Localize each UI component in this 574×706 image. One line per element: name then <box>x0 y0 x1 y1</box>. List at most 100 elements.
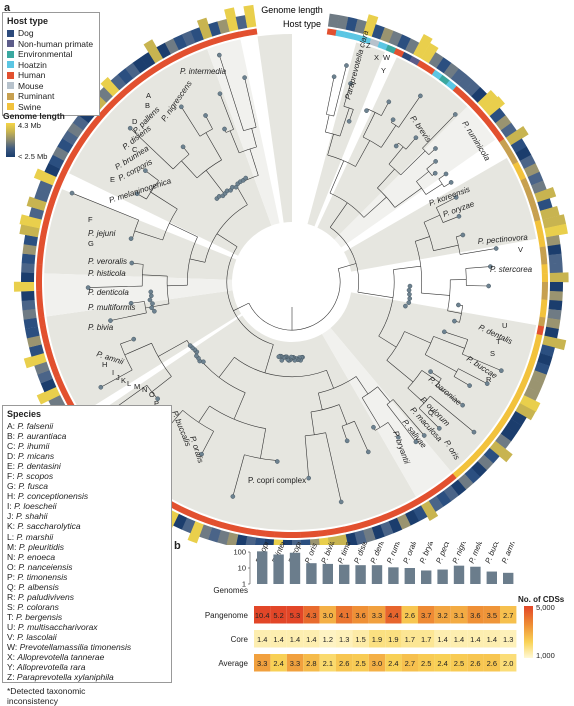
tree-tip <box>148 298 152 302</box>
tree-tip <box>408 284 412 288</box>
tree-tip <box>152 309 156 313</box>
host-type-cell <box>230 32 240 40</box>
tree-letter-M: M <box>134 382 140 391</box>
genome-count-bar <box>388 567 398 584</box>
tree-letter-C: C <box>132 145 138 154</box>
species-legend-item: L: P. marshii <box>7 532 167 542</box>
host-type-cell <box>361 520 371 528</box>
genome-length-ring-label: Genome length <box>261 5 323 15</box>
heatmap-cell-value: 4.3 <box>306 611 316 620</box>
host-type-cell <box>344 525 354 533</box>
tree-letter-F: F <box>88 215 93 224</box>
species-name: P. marshii <box>16 532 53 542</box>
host-type-cell <box>283 532 292 538</box>
tree-label-intermedia: P. intermedia <box>180 67 227 76</box>
species-name: P. nanceiensis <box>18 562 72 572</box>
genome-length-cell <box>22 309 36 320</box>
heatmap-cell-value: 2.0 <box>503 659 513 668</box>
species-code: Z: <box>7 672 17 682</box>
species-legend-item: P: P. timonensis <box>7 572 167 582</box>
genome-count-bar <box>421 570 431 584</box>
heatmap-cell-value: 5.3 <box>290 611 300 620</box>
host-type-cell <box>538 317 545 327</box>
host-type-legend-title: Host type <box>7 16 95 26</box>
genome-count-bar <box>273 554 283 584</box>
genome-count-bar <box>290 553 300 584</box>
heatmap-cell-value: 2.4 <box>273 659 283 668</box>
host-type-cell <box>44 342 52 352</box>
host-type-cell <box>239 526 249 534</box>
genome-length-cell <box>22 300 36 311</box>
tree-tip <box>461 233 465 237</box>
tree-label-histicola: P. histicola <box>88 269 126 278</box>
species-name: P. conceptionensis <box>18 491 88 501</box>
tree-letter-T: T <box>496 337 501 346</box>
host-type-cell <box>301 531 310 537</box>
host-legend-item: Hoatzin <box>7 60 95 71</box>
tree-letter-D: D <box>132 117 138 126</box>
tree-tip <box>179 105 183 109</box>
host-type-cell <box>274 531 283 537</box>
species-code: F: <box>7 471 17 481</box>
species-legend-item: M: P. pleuritidis <box>7 542 167 552</box>
host-type-cell <box>44 211 52 221</box>
heatmap-cell-value: 1.4 <box>487 635 497 644</box>
species-code: S: <box>7 602 17 612</box>
heatmap-cell-value: 2.5 <box>421 659 431 668</box>
host-type-cell <box>335 30 345 38</box>
heatmap-cell-value: 3.0 <box>372 659 382 668</box>
tree-tip <box>387 100 391 104</box>
heatmap-row-label: Genomes <box>213 586 248 595</box>
tree-branch <box>326 77 334 115</box>
species-name: P. falsenii <box>17 421 53 431</box>
host-type-cell <box>42 334 50 344</box>
tree-branch <box>249 269 340 330</box>
tree-letter-B: B <box>145 101 150 110</box>
species-legend-item: B: P. aurantiaca <box>7 431 167 441</box>
heatmap-cell-value: 1.4 <box>257 635 267 644</box>
species-legend-item: O: P. nanceiensis <box>7 562 167 572</box>
tree-label-veroralis: P. veroralis <box>88 257 127 266</box>
tree-letter-L: L <box>127 379 131 388</box>
tree-tip <box>391 118 395 122</box>
host-type-cell <box>40 229 48 239</box>
heatmap-cell-value: 1.9 <box>388 635 398 644</box>
species-code: B: <box>7 431 17 441</box>
tree-letter-E: E <box>110 175 115 184</box>
heatmap-cell-value: 1.4 <box>306 635 316 644</box>
tree-tip <box>364 109 368 113</box>
species-legend-title: Species <box>7 409 167 419</box>
species-legend-item: T: P. bergensis <box>7 612 167 622</box>
genome-count-bar <box>355 565 365 584</box>
tree-tip <box>434 159 438 163</box>
tree-tip <box>394 144 398 148</box>
species-name: P. bergensis <box>16 612 62 622</box>
species-name: P. aurantiaca <box>17 431 66 441</box>
tree-branch <box>393 266 420 269</box>
host-type-cell <box>541 299 548 309</box>
genome-count-bar <box>437 570 447 584</box>
cds-colorbar-min-label: 1,000 <box>536 651 555 660</box>
tree-tip <box>275 459 279 463</box>
tree-tip <box>280 358 284 362</box>
tree-tip <box>132 337 136 341</box>
species-code: Q: <box>7 582 18 592</box>
host-legend-swatch <box>7 93 14 100</box>
tree-tip <box>203 113 207 117</box>
tree-tip <box>452 319 456 323</box>
tree-tip <box>332 75 336 79</box>
tree-letter-K: K <box>121 376 126 385</box>
tree-letter-X: X <box>374 53 379 62</box>
heatmap-cell-value: 2.7 <box>405 659 415 668</box>
host-type-cell <box>344 32 354 40</box>
host-legend-label: Mouse <box>18 81 44 91</box>
tree-tip <box>222 127 226 131</box>
tree-tip <box>217 53 221 57</box>
species-code: J: <box>7 511 16 521</box>
genome-count-bar <box>257 551 267 584</box>
heatmap-cell-value: 2.6 <box>339 659 349 668</box>
species-legend-item: S: P. colorans <box>7 602 167 612</box>
species-name: P. ihumii <box>18 441 50 451</box>
host-type-cell <box>542 282 548 291</box>
host-legend-label: Environmental <box>18 49 72 59</box>
